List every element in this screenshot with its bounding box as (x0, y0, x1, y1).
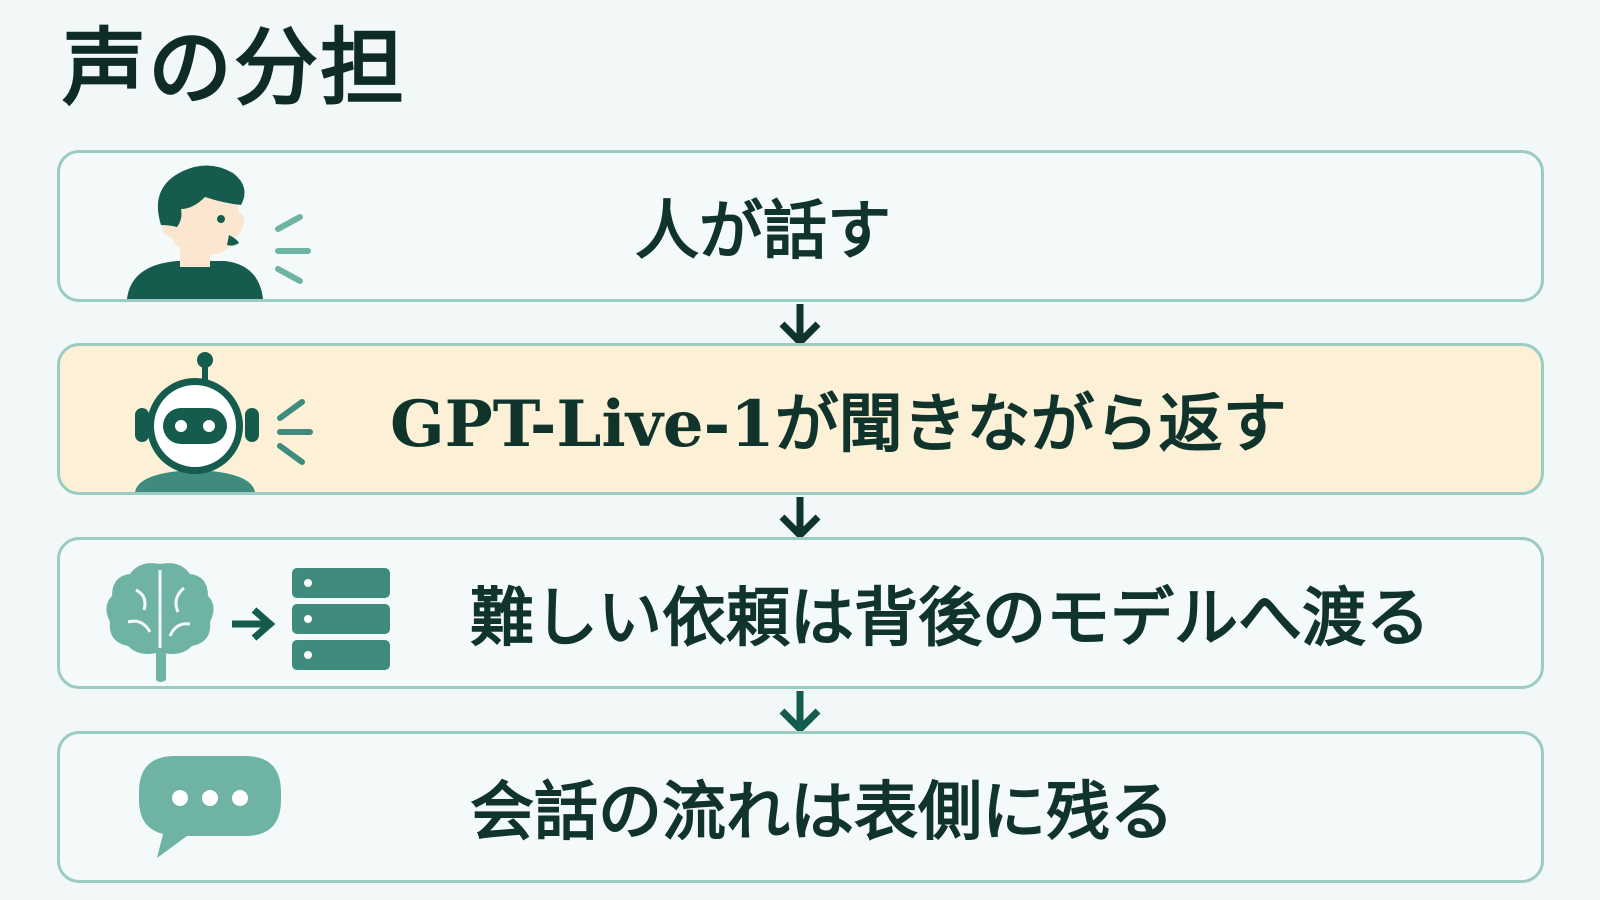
step-box-delegate: 難しい依頼は背後のモデルへ渡る (57, 537, 1544, 689)
step-box-speak: 人が話す (57, 150, 1544, 302)
sound-waves-icon (277, 399, 313, 465)
step-label: 人が話す (635, 194, 891, 269)
step-box-gpt-live: GPT-Live-1が聞きながら返す (57, 343, 1544, 495)
speech-bubble-icon (139, 756, 281, 858)
step-box-conversation: 会話の流れは表側に残る (57, 731, 1544, 883)
arrow-right-icon (232, 607, 276, 641)
server-icon (292, 568, 390, 670)
brain-icon (106, 563, 214, 682)
sound-waves-icon (275, 214, 311, 284)
step-label: GPT-Live-1が聞きながら返す (390, 387, 1287, 462)
step-label: 難しい依頼は背後のモデルへ渡る (470, 581, 1430, 656)
down-arrow-icon (772, 689, 828, 735)
down-arrow-icon (772, 495, 828, 541)
step-label: 会話の流れは表側に残る (470, 775, 1174, 850)
page-title: 声の分担 (62, 18, 407, 117)
down-arrow-icon (772, 302, 828, 348)
robot-icon (135, 352, 259, 492)
person-speaking-icon (127, 165, 263, 299)
